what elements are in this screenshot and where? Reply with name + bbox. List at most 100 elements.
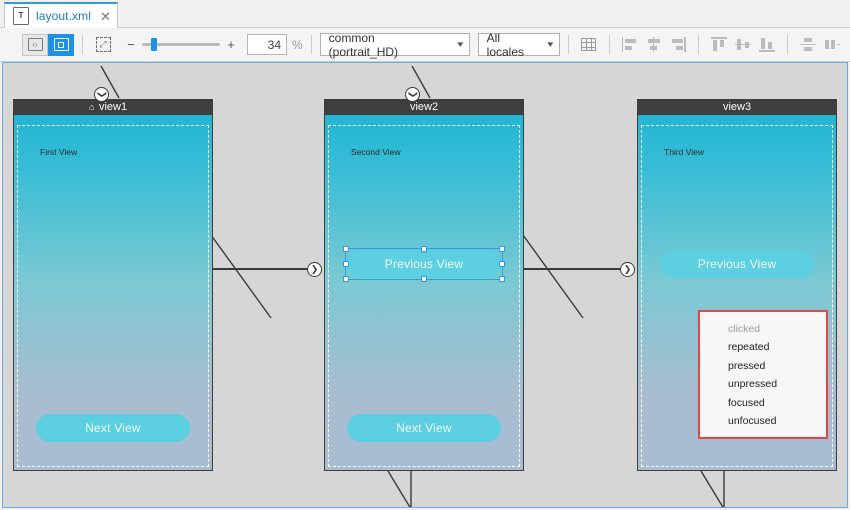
- panel-view1[interactable]: ⌂ view1 First View Next View: [13, 99, 213, 471]
- design-view-toggle[interactable]: [48, 33, 74, 56]
- panel-view3-title: view3: [722, 101, 752, 113]
- connector-arrow-view1-view2[interactable]: ❯: [307, 262, 322, 277]
- view2-collapse-chevron-icon[interactable]: ❯: [405, 87, 420, 102]
- canvas-content: ❯ ❯ ❯ ❯ ⌂ view1 First View: [3, 63, 847, 507]
- tab-layout-xml[interactable]: T layout.xml ✕: [4, 2, 118, 28]
- align-left-button[interactable]: [618, 34, 642, 56]
- state-list-item-pressed[interactable]: pressed: [728, 359, 766, 372]
- toolbar-separator-2: [310, 35, 312, 54]
- selection-handles[interactable]: [343, 246, 505, 282]
- configuration-value: common (portrait_HD): [328, 30, 399, 59]
- arrow-right-glyph: ❯: [310, 264, 319, 274]
- panel-view2-label: Second View: [351, 147, 401, 157]
- panel-view2-body[interactable]: Second View Previous View: [324, 115, 524, 471]
- design-view-inner-square: [58, 41, 64, 48]
- design-canvas[interactable]: ❯ ❯ ❯ ❯ ⌂ view1 First View: [2, 62, 848, 508]
- code-view-icon: ‹›: [27, 38, 43, 51]
- resize-handle-bottom-right[interactable]: [499, 276, 505, 282]
- zoom-in-button[interactable]: +: [227, 37, 235, 52]
- fit-to-screen-icon: ⤢: [95, 37, 111, 52]
- tab-bar: T layout.xml ✕: [0, 0, 850, 28]
- distribute-vertical-icon: [799, 37, 816, 52]
- zoom-out-button[interactable]: −: [127, 37, 135, 52]
- panel-view2-title: view2: [409, 101, 439, 113]
- distribute-horizontal-icon: [824, 37, 840, 52]
- resize-handle-bottom-left[interactable]: [343, 276, 349, 282]
- panel-view1-body[interactable]: First View Next View: [13, 115, 213, 471]
- chevron-down-icon: ▾: [457, 39, 464, 49]
- arrow-right-glyph: ❯: [623, 264, 632, 274]
- panel-view3[interactable]: view3 Third View Previous View clicked r…: [637, 99, 837, 471]
- state-list-popup[interactable]: clicked repeated pressed unpressed focus…: [698, 310, 828, 440]
- align-vertical-center-icon: [734, 37, 751, 52]
- toolbar-separator-5: [697, 35, 699, 54]
- panel-view3-label: Third View: [664, 147, 704, 157]
- view2-previous-view-button[interactable]: Previous View: [347, 250, 501, 278]
- zoom-slider-thumb[interactable]: [151, 38, 157, 51]
- state-list-item-unfocused[interactable]: unfocused: [728, 415, 777, 428]
- resize-handle-middle-right[interactable]: [499, 261, 505, 267]
- align-top-icon: [710, 37, 727, 52]
- tab-bar-underline: [0, 27, 850, 28]
- resize-handle-top-right[interactable]: [499, 246, 505, 252]
- view1-collapse-chevron-icon[interactable]: ❯: [94, 87, 109, 102]
- view3-previous-view-button[interactable]: Previous View: [660, 250, 814, 278]
- toolbar-separator-4: [608, 35, 610, 54]
- locale-dropdown[interactable]: All locales ▾: [477, 30, 560, 59]
- align-right-button[interactable]: [666, 34, 690, 56]
- close-icon[interactable]: ✕: [100, 8, 111, 24]
- zoom-slider-track[interactable]: [142, 38, 220, 51]
- view3-previous-view-button-label: Previous View: [697, 257, 777, 271]
- source-view-toggle[interactable]: ‹›: [22, 33, 48, 56]
- state-list-item-repeated[interactable]: repeated: [728, 341, 770, 354]
- resize-handle-top-left[interactable]: [343, 246, 349, 252]
- panel-view3-titlebar: view3: [637, 99, 837, 115]
- align-horizontal-center-icon: [646, 37, 662, 52]
- panel-view1-title: view1: [98, 101, 128, 113]
- toolbar-separator-1: [82, 35, 83, 54]
- align-top-button[interactable]: [707, 34, 731, 56]
- toolbar-separator-3: [567, 35, 569, 54]
- chevron-down-glyph: ❯: [407, 90, 418, 99]
- fit-to-screen-button[interactable]: ⤢: [91, 34, 115, 56]
- chevron-down-icon: ▾: [547, 39, 554, 49]
- distribute-vertical-button[interactable]: [796, 34, 820, 56]
- align-right-icon: [670, 37, 686, 52]
- panel-view2-titlebar: view2: [324, 99, 524, 115]
- view1-next-view-button[interactable]: Next View: [36, 414, 190, 442]
- align-horizontal-center-button[interactable]: [642, 34, 666, 56]
- zoom-slider-group: − +: [125, 38, 237, 51]
- view-mode-toggle-group: ‹›: [22, 33, 74, 56]
- view2-next-view-button[interactable]: Next View: [347, 414, 501, 442]
- state-list-item-focused[interactable]: focused: [728, 396, 765, 409]
- resize-handle-bottom-center[interactable]: [421, 276, 427, 282]
- design-view-icon: [53, 38, 69, 51]
- align-vertical-center-button[interactable]: [731, 34, 755, 56]
- tab-label: layout.xml: [36, 9, 92, 23]
- grid-layout-icon: [581, 38, 597, 51]
- home-icon: ⌂: [89, 102, 95, 112]
- resize-handle-middle-left[interactable]: [343, 261, 349, 267]
- panel-view2[interactable]: view2 Second View Previous View: [324, 99, 524, 471]
- resize-handle-top-center[interactable]: [421, 246, 427, 252]
- align-bottom-button[interactable]: [755, 34, 779, 56]
- distribute-horizontal-button[interactable]: [820, 34, 844, 56]
- configuration-dropdown[interactable]: common (portrait_HD) ▾: [319, 30, 470, 59]
- toolbar: ‹› ⤢ − + 34 % common (portrait_HD) ▾: [0, 28, 850, 62]
- panel-view1-label: First View: [40, 147, 78, 157]
- toolbar-separator-6: [786, 35, 788, 54]
- view2-next-view-button-label: Next View: [396, 421, 452, 435]
- chevron-down-glyph: ❯: [96, 90, 107, 99]
- view2-previous-view-button-label: Previous View: [384, 257, 464, 271]
- align-left-icon: [621, 37, 638, 52]
- text-document-icon: T: [13, 7, 29, 25]
- connector-arrow-view2-view3[interactable]: ❯: [620, 262, 635, 277]
- grid-layout-button[interactable]: [577, 34, 601, 56]
- state-list-item-clicked[interactable]: clicked: [728, 322, 761, 335]
- panel-view3-body[interactable]: Third View Previous View clicked repeate…: [637, 115, 837, 471]
- panel-view1-titlebar: ⌂ view1: [13, 99, 213, 115]
- state-list-item-unpressed[interactable]: unpressed: [728, 378, 778, 391]
- locale-value: All locales: [486, 30, 525, 59]
- zoom-value-input[interactable]: 34: [247, 34, 287, 55]
